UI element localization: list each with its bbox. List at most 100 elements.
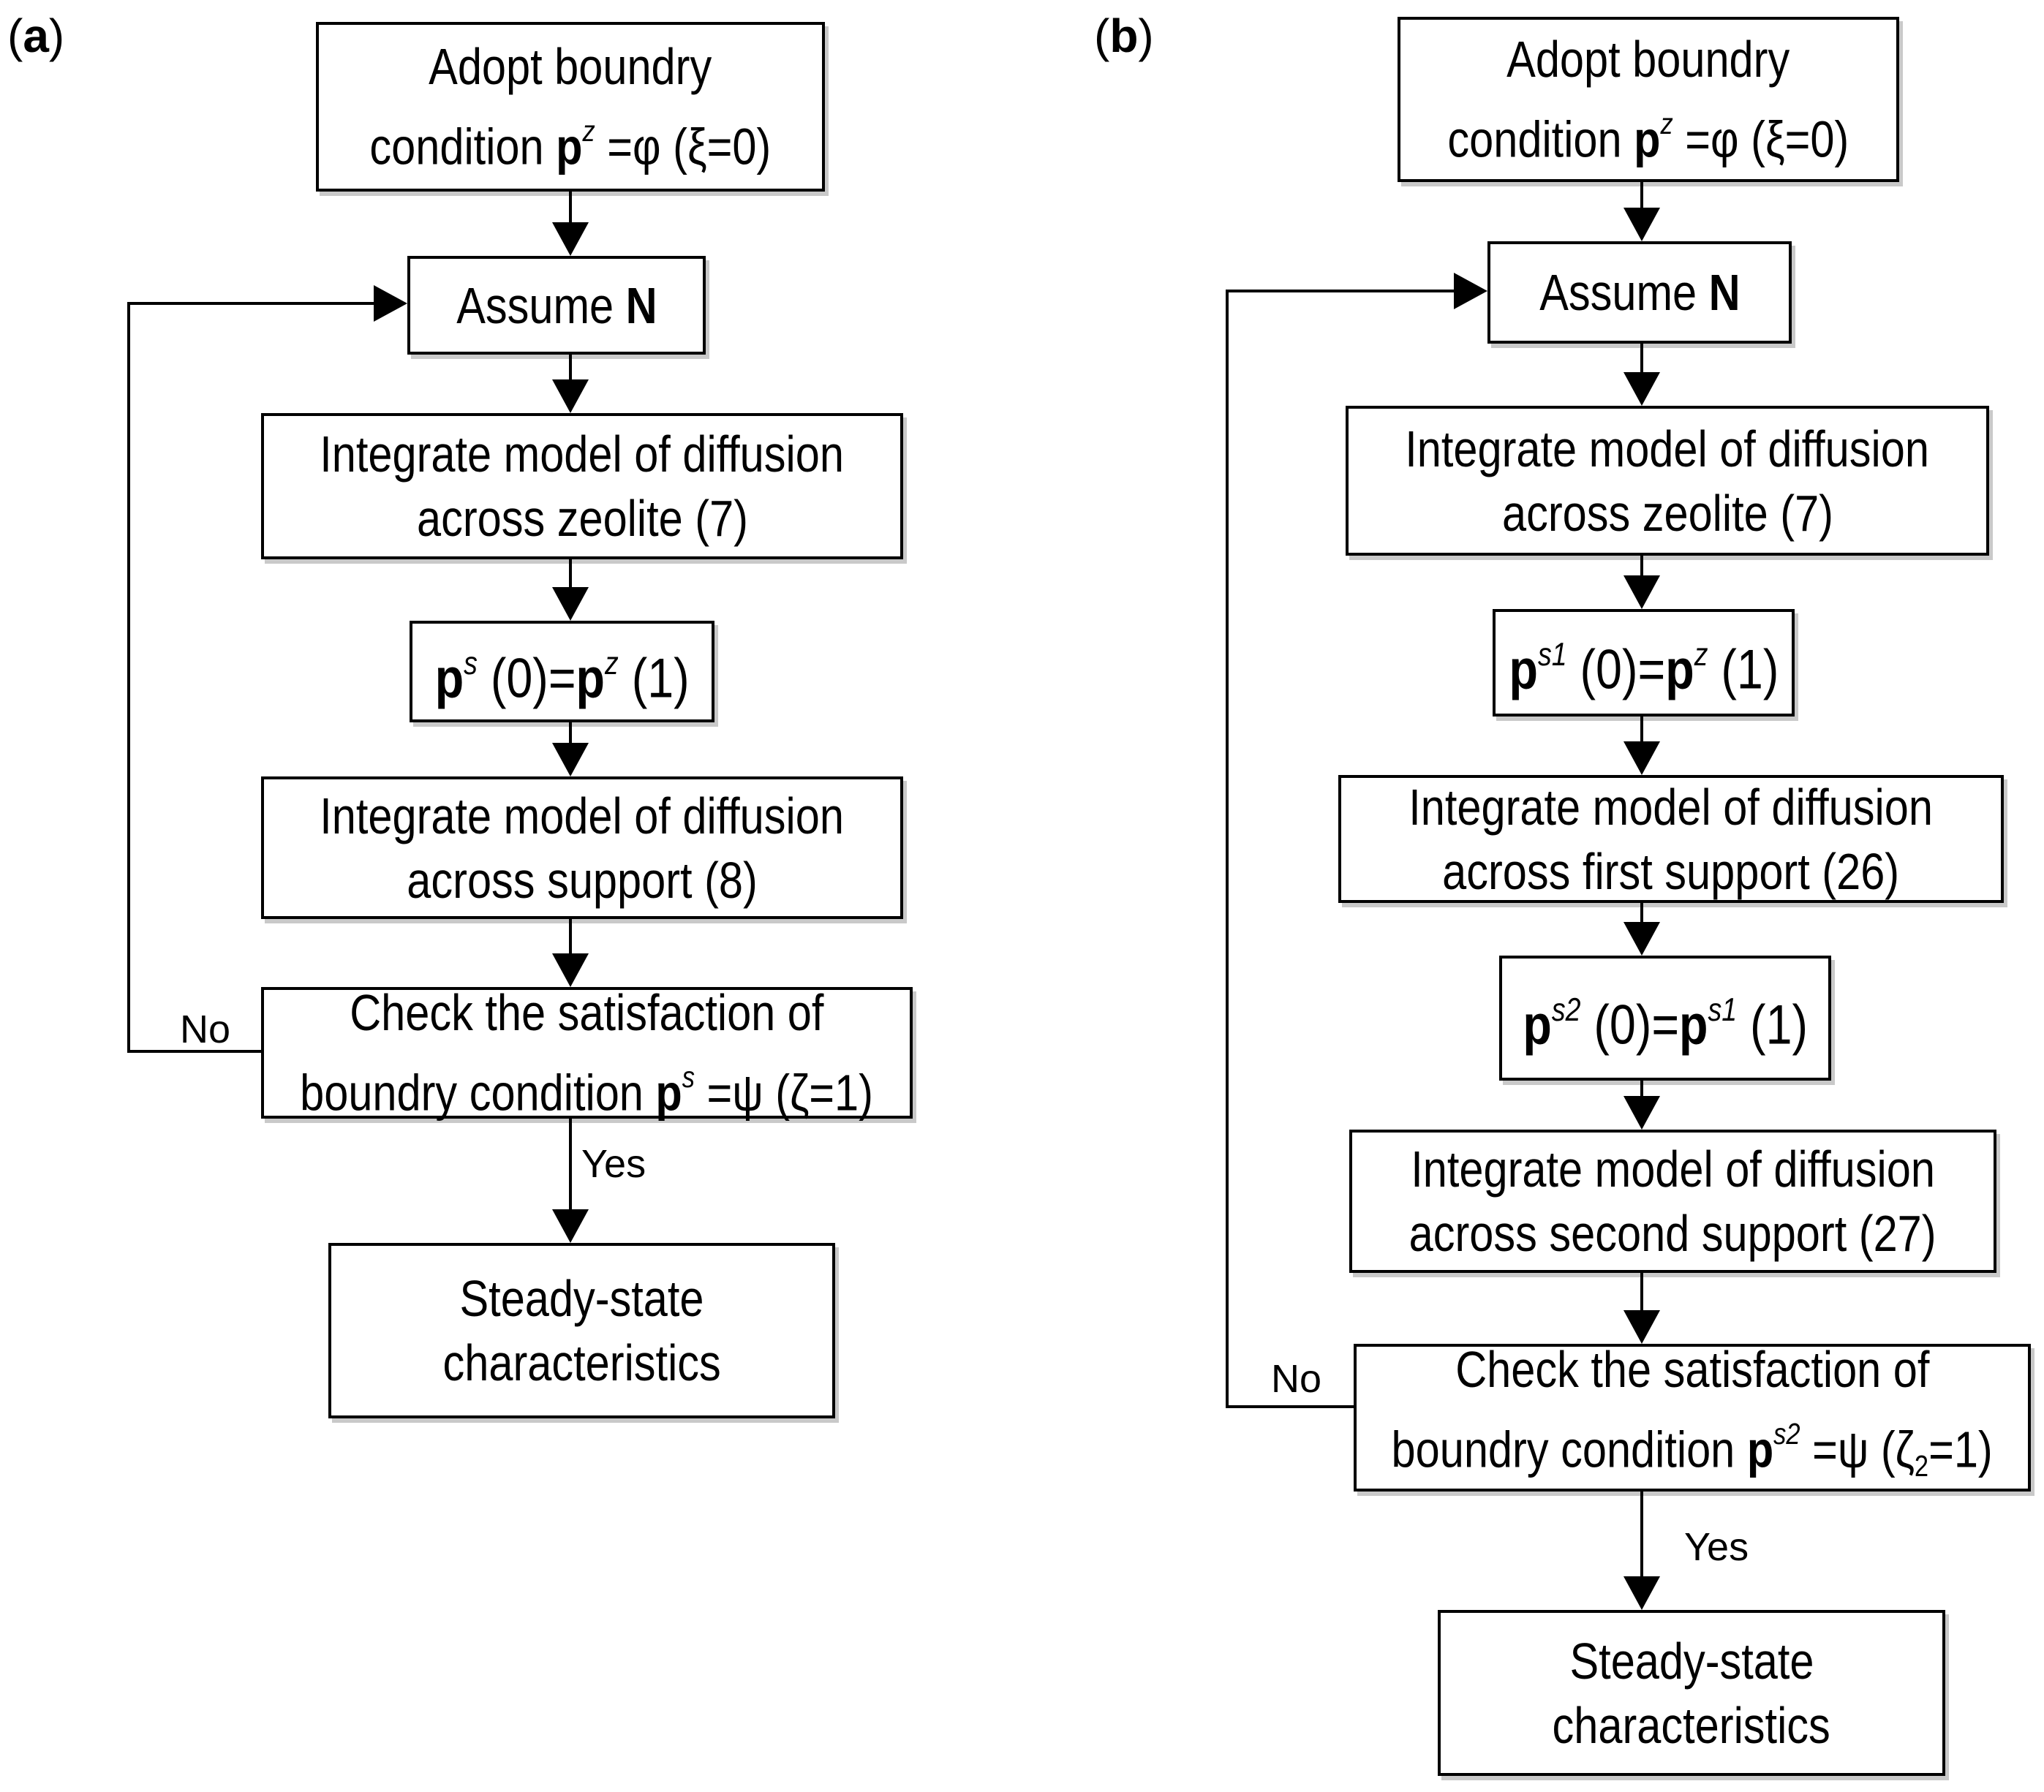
no-loop-bottom-line-b: [1227, 1405, 1355, 1408]
token-superscript: s: [464, 646, 478, 682]
box-text-line: Steady-state: [459, 1270, 704, 1327]
arrowhead-down-icon: [1623, 208, 1660, 241]
arrow-line-assume-to-zeolite-a: [569, 355, 572, 384]
arrow-line-support-to-check-a: [569, 919, 572, 957]
box-check-condition-a: Check the satisfaction of boundry condit…: [261, 984, 913, 1122]
edge-label-yes-b: Yes: [1684, 1525, 1749, 1569]
arrowhead-down-icon: [1623, 922, 1660, 956]
arrow-line-assume-to-zeolite-b: [1640, 344, 1643, 377]
token-text: boundry condition: [300, 1064, 656, 1122]
token-psi: ψ: [1838, 1421, 1869, 1478]
box-text-line: Integrate model of diffusion: [1411, 1141, 1935, 1198]
box-text-line: across second support (27): [1409, 1205, 1936, 1262]
token-text: Assume: [1539, 264, 1709, 321]
box-formula-line: ps1 (0)=pz (1): [1509, 623, 1779, 703]
token-text: condition: [369, 118, 557, 175]
token-text: (ξ=0): [660, 118, 772, 175]
box-boundary-match2-b: ps2 (0)=ps1 (1): [1499, 956, 1831, 1081]
token-zeta: ζ: [1896, 1421, 1915, 1478]
box-text-line: across first support (26): [1442, 842, 1900, 900]
token-superscript: s2: [1551, 992, 1581, 1029]
box-assume-n-a: Assume N: [407, 256, 706, 355]
box-integrate-second-support-b: Integrate model of diffusion across seco…: [1349, 1130, 1996, 1273]
panel-label-a-close: ): [48, 10, 65, 62]
token-superscript: s2: [1773, 1417, 1800, 1451]
arrow-line-support1-to-bc2-b: [1640, 903, 1643, 926]
edge-label-no-a: No: [180, 1007, 231, 1051]
box-text-line: Integrate model of diffusion: [1405, 420, 1930, 477]
token-p-bold: p: [655, 1064, 683, 1122]
token-n-bold: N: [625, 276, 657, 334]
arrowhead-down-icon: [552, 379, 589, 413]
token-text: (1): [1736, 994, 1808, 1056]
no-loop-vertical-line-b: [1226, 290, 1229, 1408]
token-text: (0)=: [477, 647, 576, 710]
panel-label-b-letter: b: [1109, 10, 1139, 62]
arrow-line-bc1-to-support1-b: [1640, 717, 1643, 746]
token-text: =1): [1928, 1421, 1994, 1478]
arrowhead-down-icon: [1623, 741, 1660, 775]
box-text-line: Steady-state: [1569, 1632, 1814, 1690]
token-p-bold: p: [1747, 1421, 1774, 1478]
no-loop-top-line-b: [1226, 290, 1454, 292]
token-text: boundry condition: [1391, 1421, 1748, 1478]
box-boundary-match-a: ps (0)=pz (1): [410, 621, 714, 722]
box-text-line: Integrate model of diffusion: [1408, 778, 1934, 836]
box-steady-state-b: Steady-state characteristics: [1438, 1610, 1945, 1776]
box-adopt-boundary-condition-a: Adopt boundry condition pz =φ (ξ=0): [316, 22, 825, 192]
arrowhead-down-icon: [1623, 372, 1660, 406]
panel-label-a: (a): [7, 10, 64, 61]
token-superscript: s: [682, 1060, 695, 1095]
no-loop-bottom-line-a: [129, 1050, 263, 1053]
panel-label-b: (b): [1094, 10, 1154, 61]
arrowhead-down-icon: [1623, 1310, 1660, 1344]
token-superscript: s1: [1537, 637, 1567, 673]
token-p-bold: p: [1523, 994, 1552, 1056]
token-p-bold: p: [1678, 994, 1708, 1056]
box-adopt-boundary-condition-b: Adopt boundry condition pz =φ (ξ=0): [1398, 17, 1899, 182]
panel-label-a-open: (: [7, 10, 23, 62]
token-equals: =: [1800, 1421, 1839, 1478]
arrow-line-adopt-to-assume-b: [1640, 182, 1643, 211]
box-text-line: characteristics: [442, 1334, 721, 1391]
box-text-line: Assume N: [1539, 260, 1740, 325]
token-p-bold: p: [1509, 638, 1538, 701]
token-superscript: z: [1660, 107, 1673, 141]
yes-line-a: [569, 1119, 572, 1214]
arrowhead-right-icon: [374, 285, 407, 322]
token-psi: ψ: [732, 1064, 764, 1122]
arrow-line-support2-to-check-b: [1640, 1273, 1643, 1315]
arrowhead-down-icon: [1623, 1576, 1660, 1610]
box-text-line: across support (8): [407, 851, 758, 909]
arrowhead-down-icon: [552, 587, 589, 621]
box-text-line: across zeolite (7): [1501, 484, 1833, 542]
edge-label-no-b: No: [1271, 1357, 1322, 1401]
box-text-line: Assume N: [456, 273, 657, 338]
box-formula-line: condition pz =φ (ξ=0): [1448, 91, 1849, 172]
token-superscript: z: [1694, 637, 1708, 673]
token-text: (: [1868, 1421, 1896, 1478]
arrow-line-zeolite-to-bc-a: [569, 559, 572, 592]
token-text: condition: [1447, 110, 1634, 168]
token-p-bold: p: [434, 647, 464, 710]
box-integrate-zeolite-a: Integrate model of diffusion across zeol…: [261, 413, 903, 559]
box-text-line: Adopt boundry: [429, 38, 712, 96]
box-formula-line: boundry condition ps =ψ (ζ=1): [301, 1045, 874, 1125]
arrowhead-right-icon: [1454, 273, 1487, 309]
arrow-line-bc-to-support-a: [569, 722, 572, 748]
token-text: (1): [618, 647, 690, 710]
yes-line-b: [1640, 1492, 1643, 1581]
box-formula-line: boundry condition ps2 =ψ (ζ2=1): [1392, 1402, 1993, 1498]
box-formula-line: condition pz =φ (ξ=0): [370, 99, 772, 179]
token-phi: φ: [1711, 110, 1739, 168]
panel-label-b-open: (: [1094, 10, 1110, 62]
box-integrate-zeolite-b: Integrate model of diffusion across zeol…: [1346, 406, 1989, 556]
box-check-condition-b: Check the satisfaction of boundry condit…: [1354, 1341, 2031, 1492]
arrowhead-down-icon: [552, 1209, 589, 1243]
token-text: (ζ=1): [763, 1064, 874, 1122]
box-text-line: Check the satisfaction of: [350, 984, 824, 1042]
token-text: (1): [1707, 638, 1779, 701]
arrow-line-zeolite-to-bc1-b: [1640, 556, 1643, 580]
box-integrate-support-a: Integrate model of diffusion across supp…: [261, 776, 903, 919]
